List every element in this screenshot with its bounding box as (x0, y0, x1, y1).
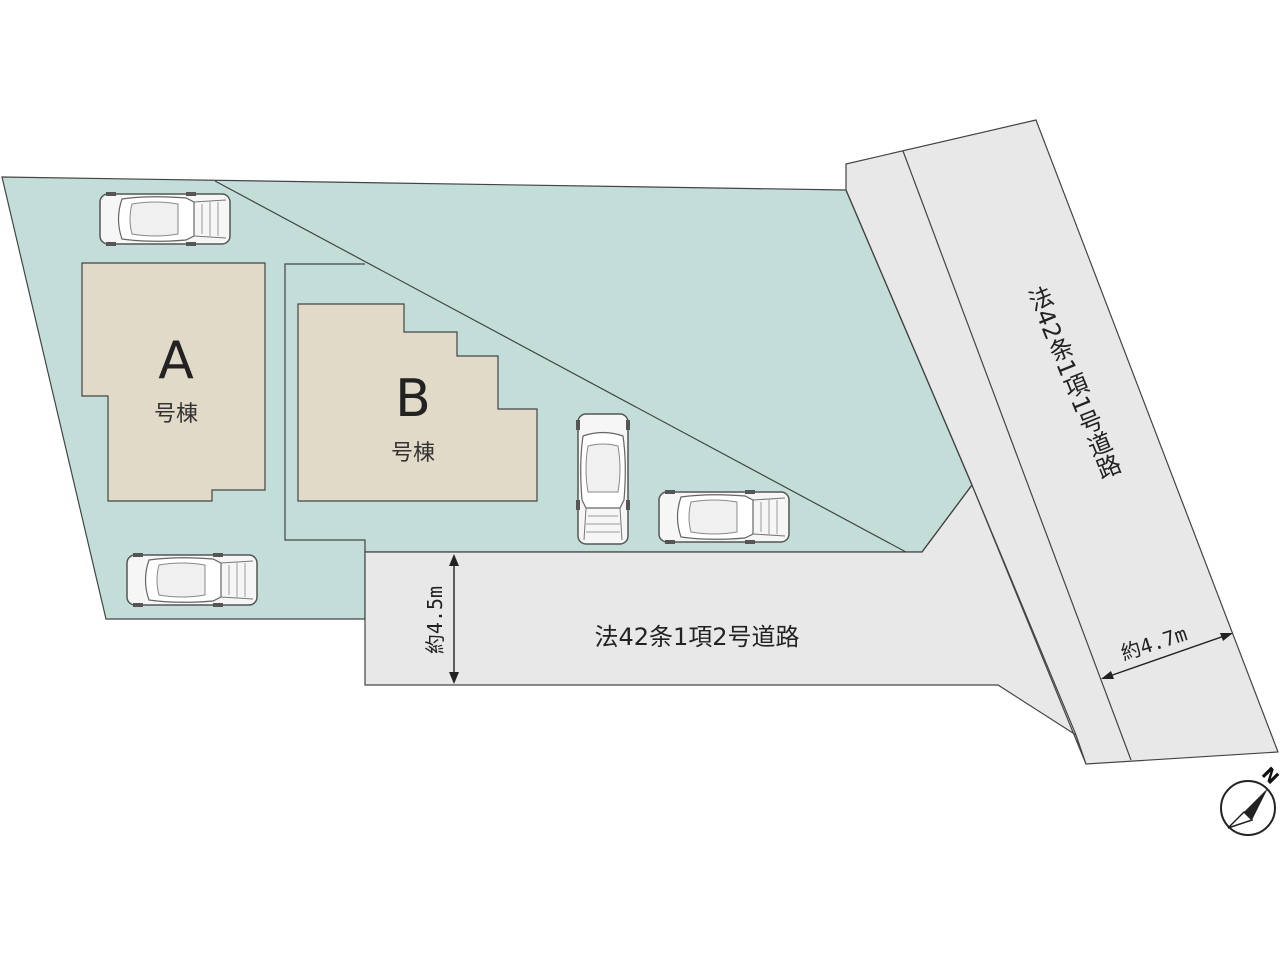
north-arrow-icon: N (1220, 763, 1280, 836)
car-icon (126, 552, 258, 608)
car-icon (658, 489, 790, 545)
dimension-line-east (1103, 633, 1231, 679)
building-b-label: 号棟 (391, 441, 435, 466)
building-a (81, 262, 266, 502)
building-a-label: 号棟 (154, 402, 198, 427)
road-south-width: 約4.5m (423, 586, 447, 654)
building-a-letter: A (158, 331, 194, 391)
road-east-centerline (902, 150, 1132, 761)
lot-boundary-b (284, 263, 366, 552)
building-b-letter: B (395, 369, 431, 429)
lot-boundary-diagonal (214, 180, 907, 553)
building-b (297, 303, 538, 502)
car-icon (575, 413, 631, 545)
car-icon (99, 191, 231, 247)
road-south-label: 法42条1項2号道路 (594, 623, 799, 651)
